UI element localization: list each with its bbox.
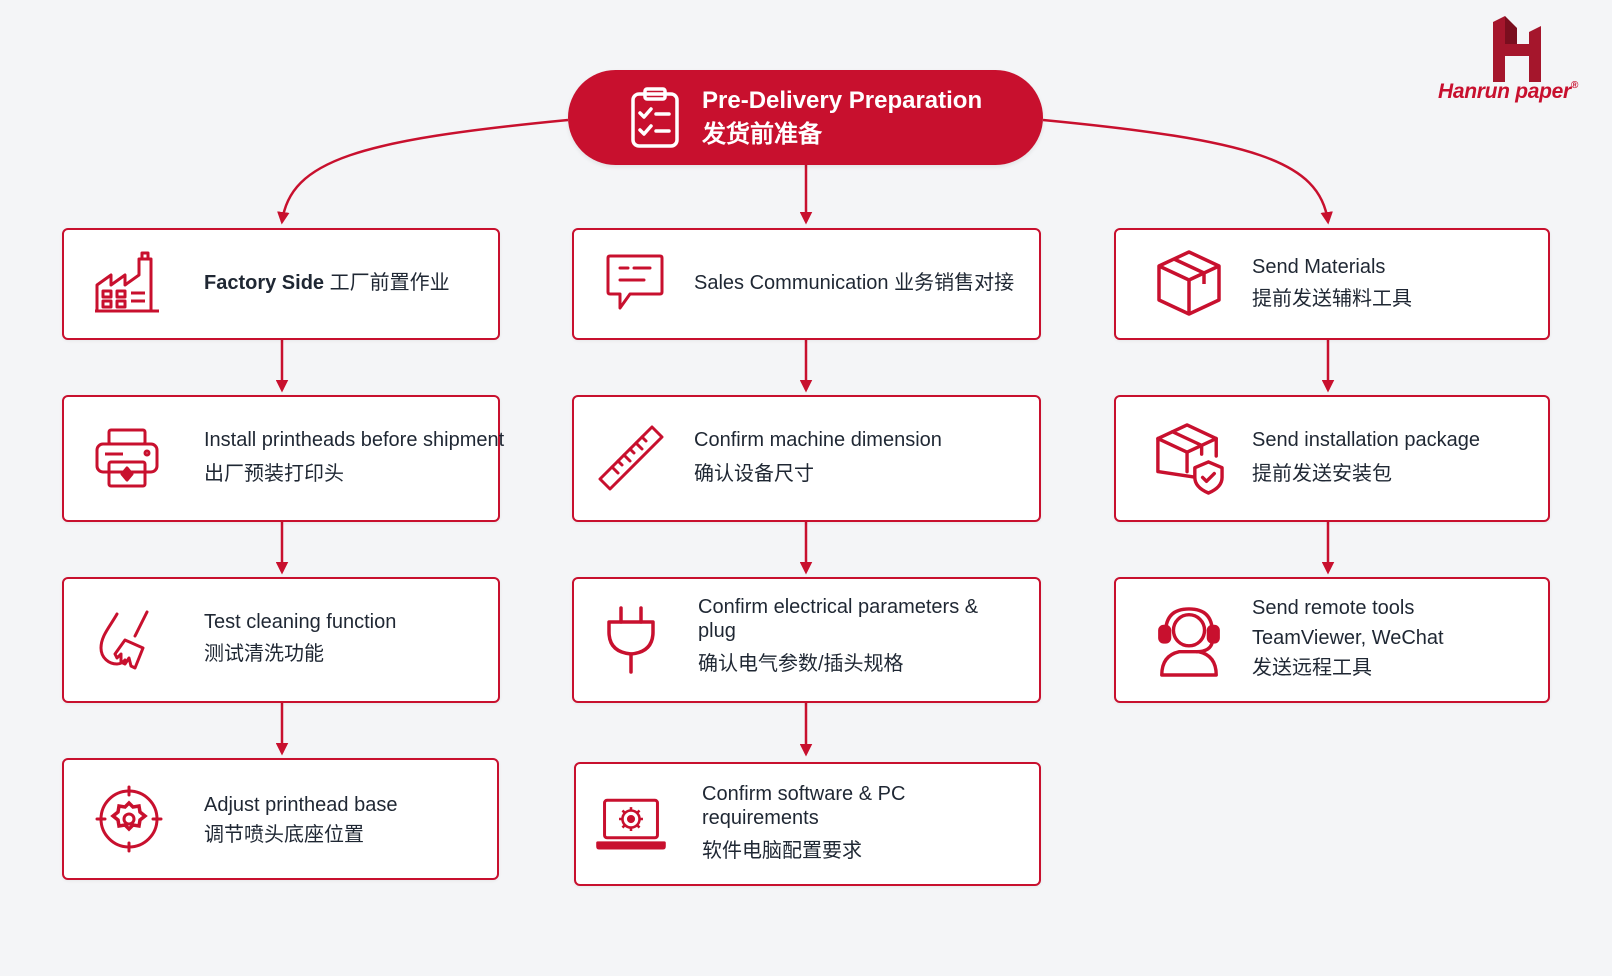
step-en: Install printheads before shipment	[204, 429, 505, 451]
clipboard-checklist-icon	[628, 84, 682, 152]
headset-support-icon	[1154, 605, 1224, 677]
step-card-software-pc: Confirm software & PC requirements 软件电脑配…	[574, 762, 1041, 886]
sales-section-card: Sales Communication 业务销售对接	[572, 228, 1041, 340]
step-en: Confirm machine dimension	[694, 429, 942, 451]
step-en: Confirm electrical parameters & plug	[698, 596, 979, 642]
materials-section-card: Send Materials 提前发送辅料工具	[1114, 228, 1550, 340]
header-pill: Pre-Delivery Preparation 发货前准备	[568, 70, 1043, 165]
factory-section-title-cn: 工厂前置作业	[329, 272, 450, 294]
logo-text: Hanrun paper	[1438, 80, 1571, 103]
step-en: Send remote tools	[1252, 597, 1415, 619]
step-en-2: TeamViewer, WeChat	[1252, 627, 1444, 649]
step-en: Send installation package	[1252, 429, 1480, 451]
step-cn: 确认电气参数/插头规格	[698, 653, 904, 675]
step-cn: 调节喷头底座位置	[204, 824, 364, 846]
step-card-remote-tools: Send remote tools TeamViewer, WeChat 发送远…	[1114, 577, 1550, 703]
step-cn: 出厂预装打印头	[204, 463, 344, 485]
step-card-machine-dimension: Confirm machine dimension 确认设备尺寸	[572, 395, 1041, 522]
logo-registered-mark: ®	[1570, 80, 1578, 91]
printer-icon	[92, 423, 162, 493]
brand-logo: Hanrun paper®	[1432, 14, 1602, 114]
factory-section-title: Factory Side	[204, 272, 325, 294]
factory-section-card: Factory Side 工厂前置作业	[62, 228, 500, 340]
step-cn: 提前发送安装包	[1252, 463, 1392, 485]
connector-header-left	[277, 118, 569, 225]
step-card-adjust-printhead: Adjust printhead base 调节喷头底座位置	[62, 758, 499, 880]
step-en: Test cleaning function	[204, 611, 397, 633]
ruler-icon	[596, 423, 666, 493]
materials-section-title-cn: 提前发送辅料工具	[1252, 288, 1412, 310]
sales-section-title-cn: 业务销售对接	[894, 272, 1015, 294]
box-icon	[1154, 248, 1224, 318]
package-shield-icon	[1154, 423, 1224, 495]
gear-target-icon	[94, 784, 164, 854]
step-card-installation-package: Send installation package 提前发送安装包	[1114, 395, 1550, 522]
header-subtitle: 发货前准备	[702, 120, 822, 148]
materials-section-title: Send Materials	[1252, 256, 1386, 278]
sales-section-title: Sales Communication	[694, 272, 889, 294]
step-cn: 测试清洗功能	[204, 643, 324, 665]
chat-bubble-icon	[600, 248, 670, 318]
step-card-test-cleaning: Test cleaning function 测试清洗功能	[62, 577, 500, 703]
laptop-settings-icon	[596, 790, 666, 860]
step-cn: 软件电脑配置要求	[702, 840, 862, 862]
step-en: Adjust printhead base	[204, 794, 398, 816]
logo-mark-icon	[1493, 16, 1541, 82]
power-plug-icon	[596, 605, 666, 675]
connector-header-right	[1042, 118, 1333, 225]
step-cn: 发送远程工具	[1252, 657, 1372, 679]
header-title: Pre-Delivery Preparation	[702, 86, 983, 114]
step-card-electrical-params: Confirm electrical parameters & plug 确认电…	[572, 577, 1041, 703]
step-cn: 确认设备尺寸	[694, 463, 814, 485]
cleaning-brush-icon	[92, 605, 162, 675]
factory-icon	[92, 248, 162, 318]
step-en: Confirm software & PC requirements	[702, 783, 906, 829]
step-card-install-printheads: Install printheads before shipment 出厂预装打…	[62, 395, 504, 522]
